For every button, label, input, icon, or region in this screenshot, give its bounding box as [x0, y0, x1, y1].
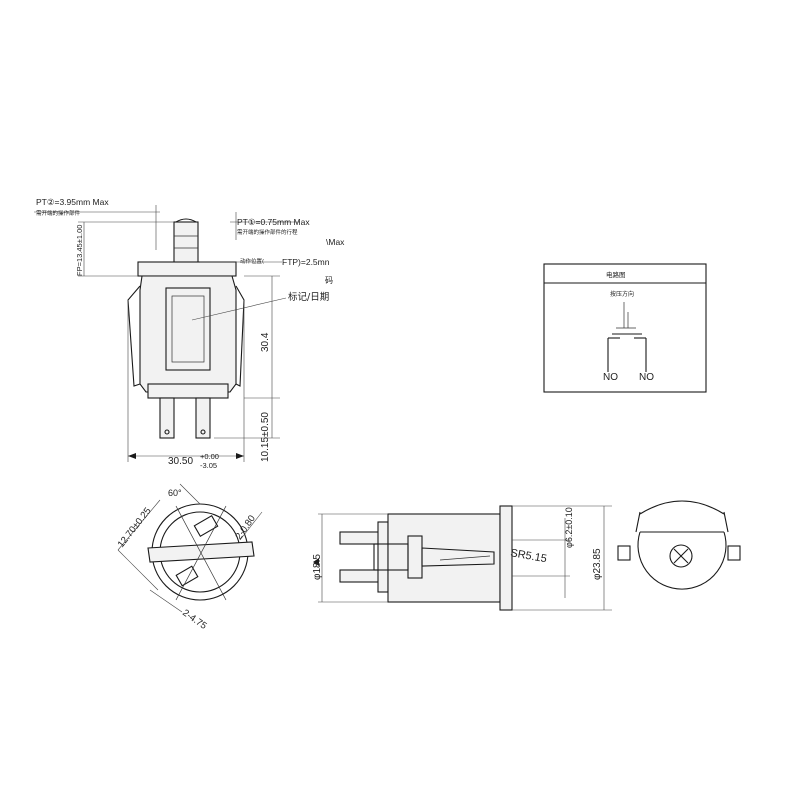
switch-body [139, 275, 237, 393]
body-dia: φ18.5 [312, 554, 323, 580]
mark-prefix: 码 [325, 276, 333, 285]
sr-label: SR5.15 [509, 547, 547, 565]
no-left: NO [603, 372, 618, 383]
ftp-prefix: 动作位置( [240, 257, 264, 265]
circuit-title: 电路图 [606, 270, 626, 279]
left-clip [127, 285, 141, 387]
side-terminal-top [339, 531, 383, 545]
front-view: PT②=3.95mm Max 需开端的操作部件 PT①=0.75mm Max 需… [34, 197, 345, 470]
pt1-note: 需开端的操作部件的行程 [237, 228, 298, 236]
center-mark [669, 544, 693, 568]
max-fragment: \Max [326, 237, 345, 247]
hole-dia: φ6.2±0.10 [564, 507, 574, 548]
terminal-left [159, 397, 175, 439]
pt2-label: PT②=3.95mm Max [36, 197, 109, 207]
angle-label: 60° [168, 488, 182, 498]
right-clip [235, 285, 245, 387]
pt2-note: 需开端的操作部件 [36, 209, 81, 217]
dim-2-4-75: 2-4.75 [180, 607, 208, 631]
label-window [165, 287, 211, 371]
height-label: 30.4 [260, 332, 271, 352]
flange [499, 505, 513, 611]
plunger [173, 221, 199, 265]
end-view [617, 500, 741, 590]
width-tol-upper: +0.00 [200, 452, 219, 461]
end-circle [637, 531, 727, 590]
fp-label: FP=13.45±1.00 [75, 225, 84, 276]
side-view: φ18.5 φ6.2±0.10 SR5.15 φ23.85 [312, 505, 612, 611]
dim-12-70: 12.70±0.25 [116, 506, 154, 550]
circuit-frame [543, 263, 707, 393]
flange-dia: φ23.85 [592, 548, 603, 580]
side-terminal-bottom [339, 569, 383, 583]
base [147, 383, 229, 399]
terminal-label: 10.15±0.50 [260, 412, 271, 462]
circuit-diagram: 电路图 按压方向 NO NO [543, 263, 707, 393]
cross-section-view: 60° 12.70±0.25 2-0.80 2-4.75 [116, 483, 263, 632]
ftp-label: FTP)=2.5mn [282, 257, 330, 267]
plunger-side [421, 547, 495, 567]
width-label: 30.50 [168, 456, 193, 467]
width-tol-lower: -3.05 [200, 461, 217, 470]
terminal-right [195, 397, 211, 439]
press-direction: 按压方向 [610, 290, 634, 298]
side-body [387, 513, 501, 603]
cross-bar [147, 541, 255, 563]
cap [137, 261, 237, 277]
no-right: NO [639, 372, 654, 383]
pt1-label: PT①=0.75mm Max [237, 217, 310, 227]
mark-label: 标记/日期 [288, 291, 329, 303]
